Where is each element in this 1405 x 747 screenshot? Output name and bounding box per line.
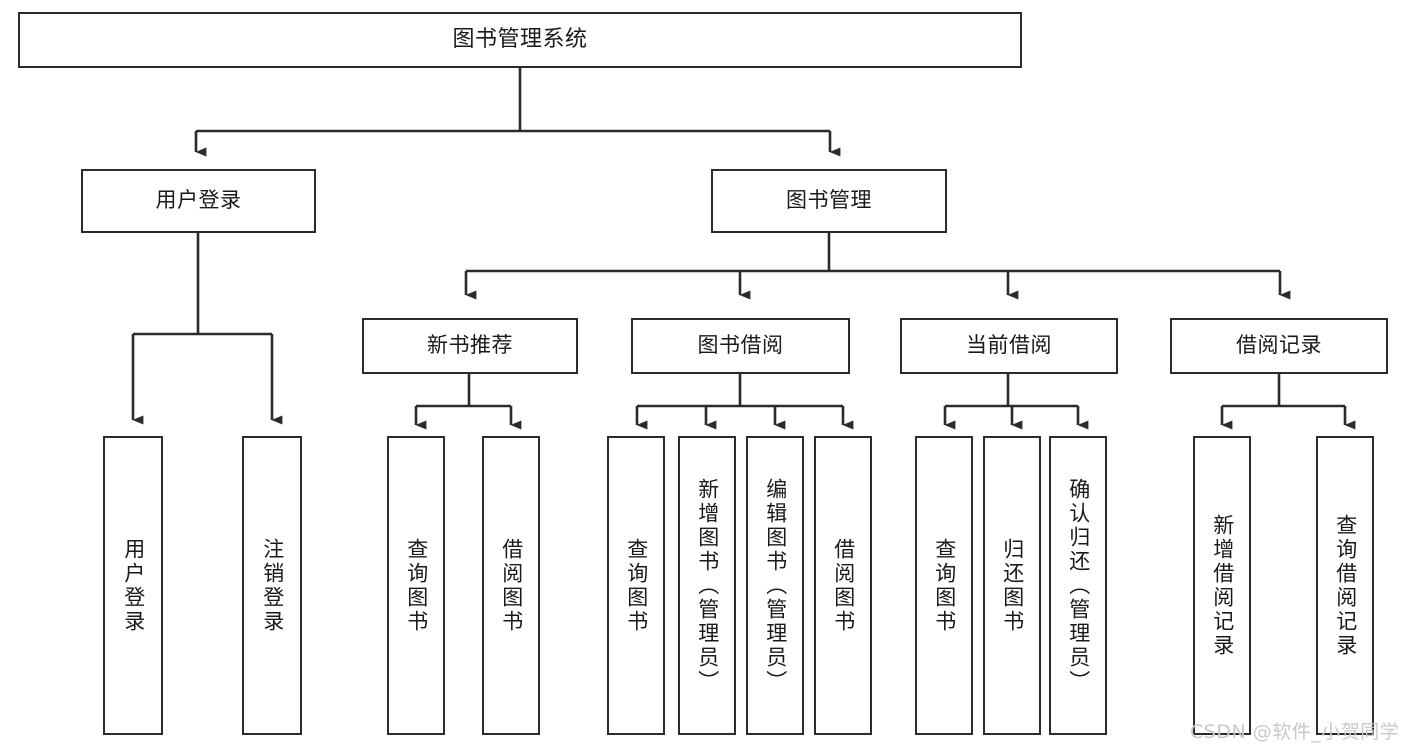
node-label: 新书推荐: [427, 333, 513, 358]
node-current-borrow[interactable]: 当前借阅: [900, 318, 1118, 374]
node-label: 查询图书: [624, 537, 649, 634]
leaf-user-login-login[interactable]: 用户登录: [103, 436, 163, 735]
leaf-user-login-logout[interactable]: 注销登录: [242, 436, 302, 735]
node-label: 借阅图书: [499, 537, 524, 634]
leaf-current-return-book[interactable]: 归还图书: [983, 436, 1041, 735]
node-label: 图书管理: [786, 188, 872, 213]
node-user-login[interactable]: 用户登录: [81, 169, 316, 233]
node-root-system[interactable]: 图书管理系统: [18, 12, 1022, 68]
leaf-current-confirm-return-admin[interactable]: 确认归还（管理员）: [1049, 436, 1107, 735]
leaf-borrow-borrow-book[interactable]: 借阅图书: [814, 436, 872, 735]
node-label: 新增借阅记录: [1210, 513, 1235, 658]
leaf-record-add-record[interactable]: 新增借阅记录: [1193, 436, 1251, 735]
leaf-recommend-borrow-book[interactable]: 借阅图书: [482, 436, 540, 735]
leaf-borrow-add-book-admin[interactable]: 新增图书（管理员）: [678, 436, 736, 735]
node-label: 用户登录: [121, 537, 146, 634]
leaf-current-query-book[interactable]: 查询图书: [915, 436, 973, 735]
node-label: 编辑图书（管理员）: [763, 477, 788, 694]
node-label: 用户登录: [155, 188, 242, 213]
node-label: 图书管理系统: [452, 26, 588, 52]
node-label: 确认归还（管理员）: [1066, 477, 1091, 694]
leaf-borrow-edit-book-admin[interactable]: 编辑图书（管理员）: [746, 436, 804, 735]
node-label: 查询图书: [404, 537, 429, 634]
csdn-watermark: CSDN @软件_小贺同学: [1190, 721, 1400, 743]
node-label: 归还图书: [1000, 537, 1025, 634]
node-label: 注销登录: [260, 537, 285, 634]
leaf-borrow-query-book[interactable]: 查询图书: [607, 436, 665, 735]
node-label: 当前借阅: [966, 333, 1052, 358]
leaf-recommend-query-book[interactable]: 查询图书: [387, 436, 445, 735]
node-label: 图书借阅: [697, 333, 784, 358]
node-label: 新增图书（管理员）: [695, 477, 720, 694]
leaf-record-query-record[interactable]: 查询借阅记录: [1316, 436, 1374, 735]
node-new-book-recommend[interactable]: 新书推荐: [362, 318, 578, 374]
node-book-management[interactable]: 图书管理: [711, 169, 947, 233]
node-borrow-record[interactable]: 借阅记录: [1170, 318, 1388, 374]
node-label: 借阅图书: [831, 537, 856, 634]
node-label: 借阅记录: [1236, 333, 1322, 358]
node-label: 查询借阅记录: [1333, 513, 1358, 658]
node-book-borrow[interactable]: 图书借阅: [631, 318, 850, 374]
node-label: 查询图书: [932, 537, 957, 634]
